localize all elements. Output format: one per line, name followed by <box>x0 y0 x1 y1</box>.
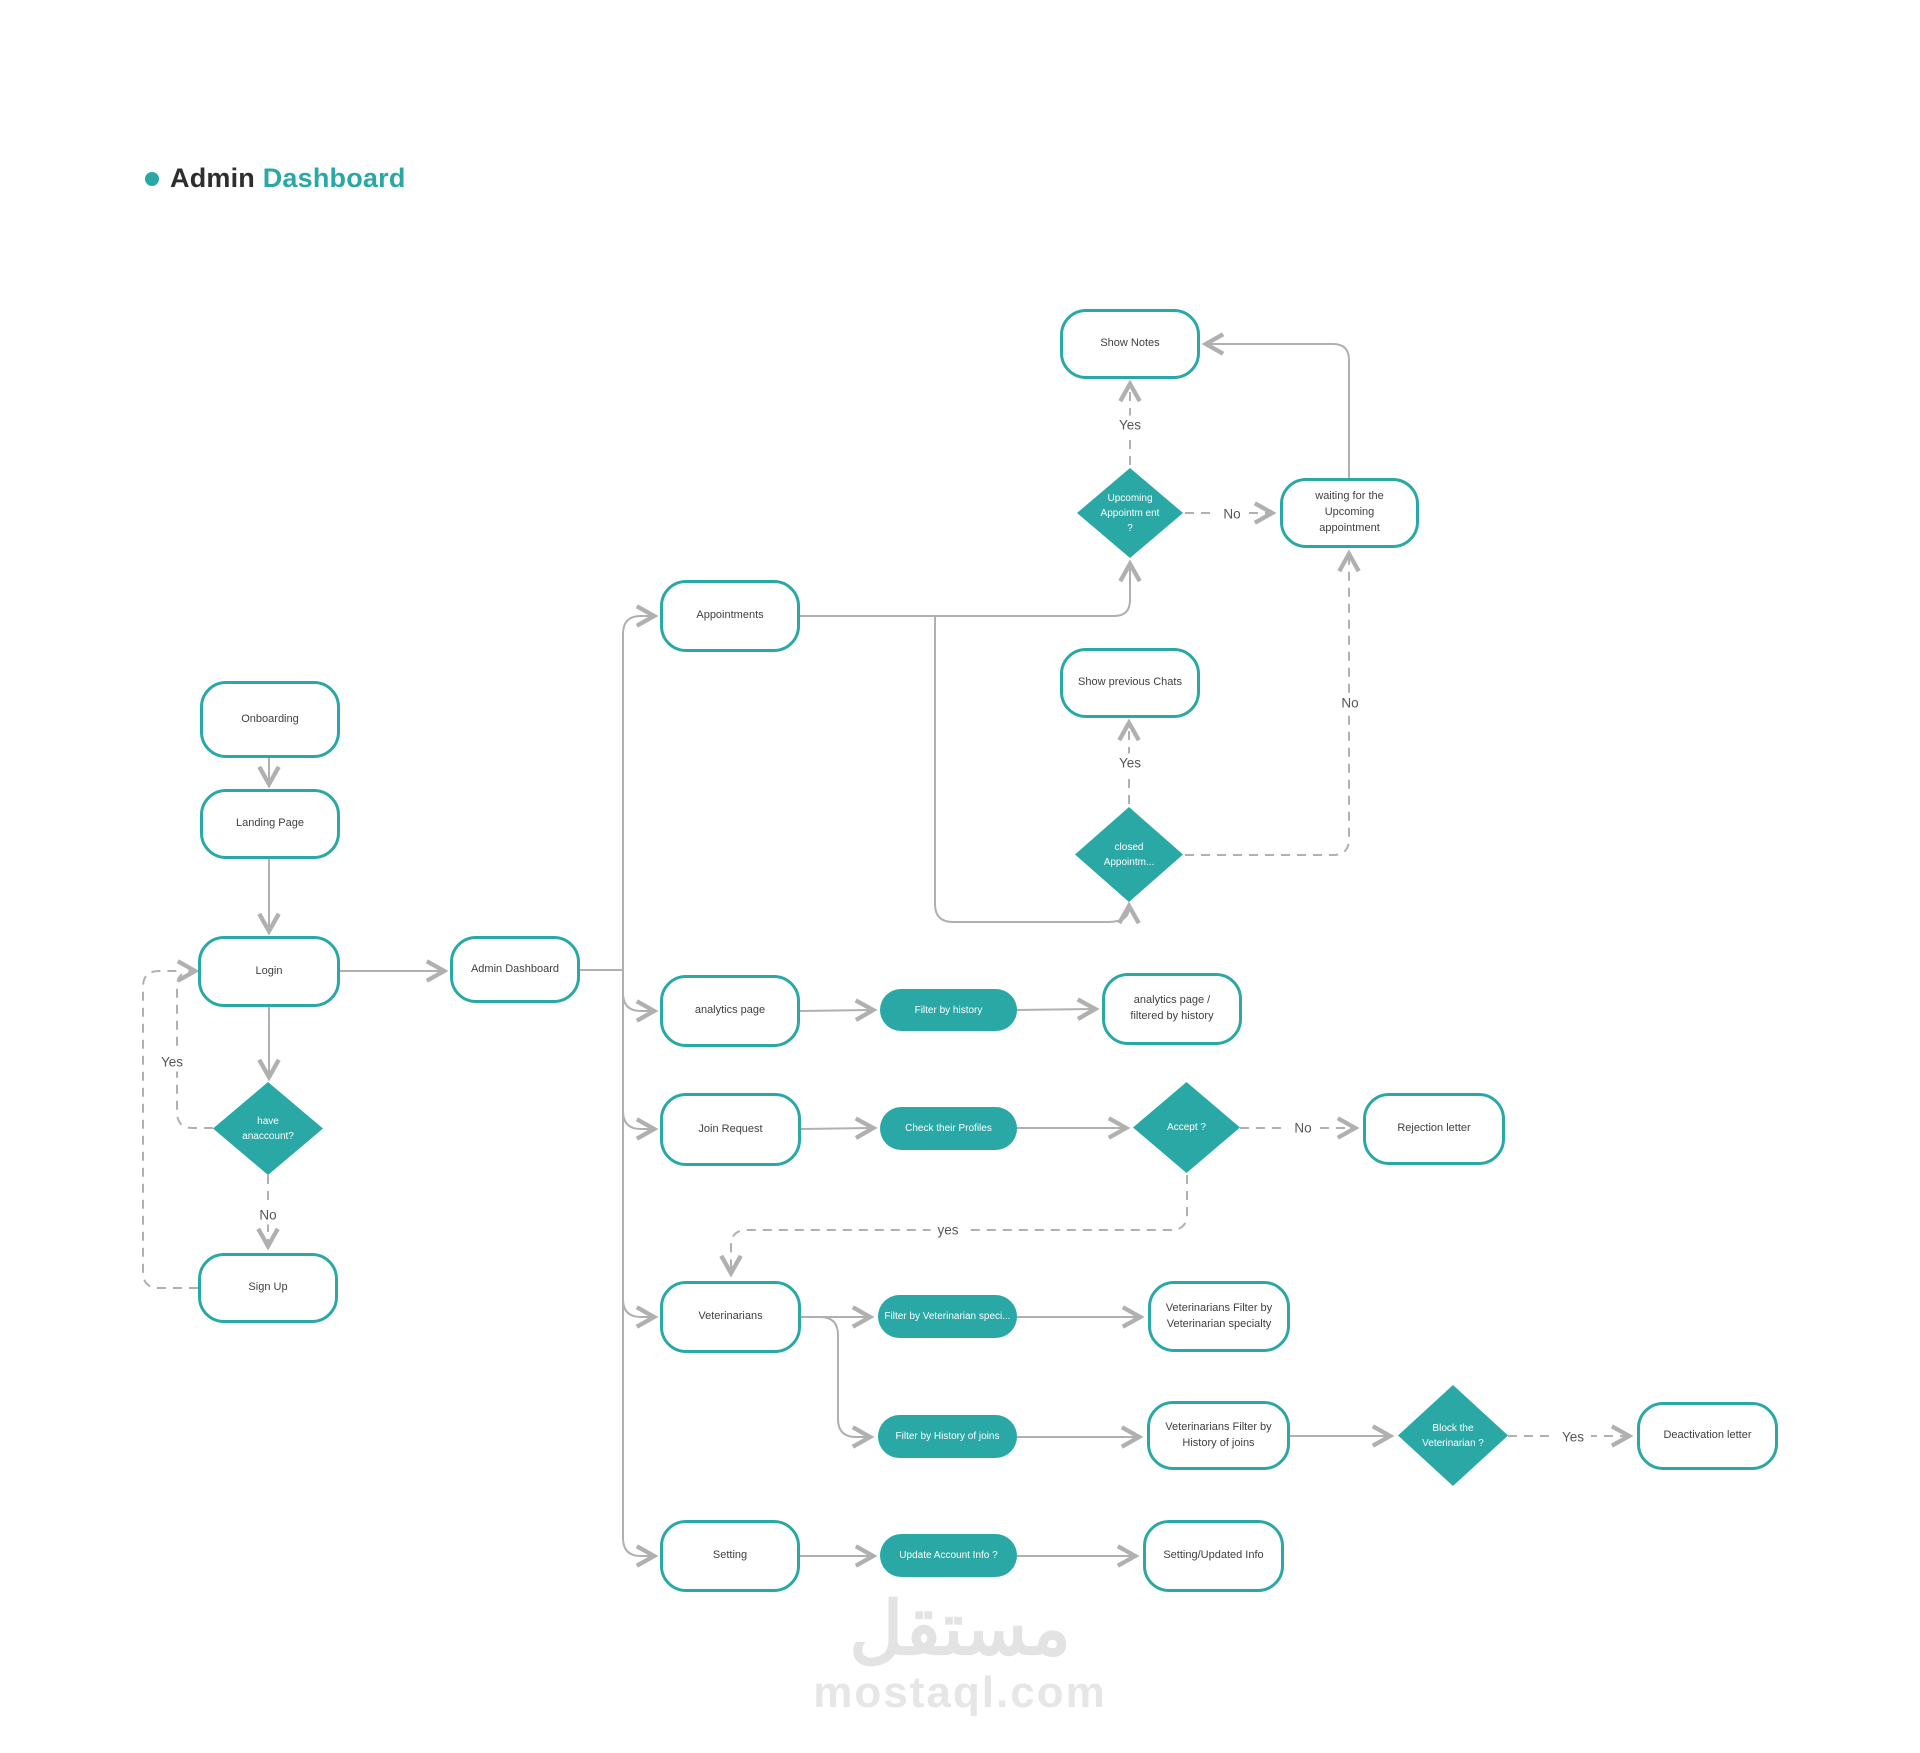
page-title-text: Admin Dashboard <box>170 163 406 193</box>
node-show-previous-chats-label: Show previous Chats <box>1078 676 1182 689</box>
edge-appointments-upcoming <box>800 566 1130 617</box>
pill-filter-by-history-label: Filter by history <box>914 1004 983 1016</box>
node-login: Login <box>198 936 340 1007</box>
node-deactivation-letter: Deactivation letter <box>1637 1402 1778 1470</box>
node-vet-filter-specialty-label: Veterinarians Filter by Veterinarian spe… <box>1165 1301 1273 1330</box>
decision-upcoming-appointment-label: Upcoming Appointm ent ? <box>1100 492 1160 534</box>
node-landing-page: Landing Page <box>200 789 340 859</box>
pill-filter-by-history-of-joins: Filter by History of joins <box>878 1415 1017 1458</box>
watermark: مستقل mostaql.com <box>813 1592 1106 1718</box>
node-vet-filter-history: Veterinarians Filter by History of joins <box>1147 1401 1290 1470</box>
node-sign-up-label: Sign Up <box>248 1281 288 1294</box>
node-join-request: Join Request <box>660 1093 801 1166</box>
edge-label-no-sign-up: No <box>252 1205 284 1225</box>
node-waiting-upcoming-label: waiting for the Upcoming appointment <box>1315 490 1384 534</box>
node-landing-page-label: Landing Page <box>236 817 304 830</box>
node-setting-label: Setting <box>712 1549 748 1562</box>
node-setting-updated-label: Setting/Updated Info <box>1163 1549 1264 1562</box>
edge-closed-waiting-no <box>1185 556 1349 856</box>
pill-filter-by-vet-specialty-label: Filter by Veterinarian speci... <box>884 1311 1011 1322</box>
edge-label-yes-show-notes: Yes <box>1111 415 1149 435</box>
edge-trunk-joinrequest <box>622 1110 652 1129</box>
edge-vets-filterhistjoins <box>819 1316 868 1437</box>
edge-label-yes-login: Yes <box>153 1052 191 1072</box>
node-appointments-label: Appointments <box>696 609 764 622</box>
node-deactivation-letter-label: Deactivation letter <box>1663 1429 1752 1442</box>
node-waiting-upcoming: waiting for the Upcoming appointment <box>1280 478 1419 548</box>
node-show-notes: Show Notes <box>1060 309 1200 379</box>
node-setting-updated: Setting/Updated Info <box>1143 1520 1284 1592</box>
edge-appointments-closed <box>934 617 1129 922</box>
page-title: Admin Dashboard <box>145 163 406 194</box>
node-admin-dashboard: Admin Dashboard <box>450 936 580 1003</box>
edge-label-no-rejection: No <box>1287 1118 1319 1138</box>
node-analytics-page: analytics page <box>660 975 800 1047</box>
decision-have-an-account-label: have anaccount? <box>242 1115 294 1142</box>
node-show-notes-label: Show Notes <box>1100 337 1160 350</box>
pill-filter-by-history: Filter by history <box>880 989 1017 1031</box>
decision-block-veterinarian-label: Block the Veterinarian ? <box>1422 1422 1484 1449</box>
pill-filter-by-vet-specialty: Filter by Veterinarian speci... <box>878 1295 1017 1338</box>
edge-signup-login-loop <box>142 970 198 1289</box>
edge-filterhistory-filtered <box>1016 1009 1093 1010</box>
pill-check-their-profiles: Check their Profiles <box>880 1107 1017 1150</box>
node-veterinarians: Veterinarians <box>660 1281 801 1353</box>
node-vet-filter-history-label: Veterinarians Filter by History of joins <box>1165 1420 1272 1449</box>
decision-closed-appointment-label: closed Appointm... <box>1103 841 1155 868</box>
node-veterinarians-label: Veterinarians <box>698 1310 763 1323</box>
node-appointments: Appointments <box>660 580 800 652</box>
edge-analytics-filterhistory <box>799 1010 871 1011</box>
edge-label-yes-show-chats: Yes <box>1111 753 1149 773</box>
edge-waiting-shownotes <box>1208 344 1350 478</box>
watermark-logo: مستقل <box>849 1587 1071 1670</box>
edge-label-yes-veterinarians: yes <box>930 1220 966 1240</box>
node-onboarding-label: Onboarding <box>241 712 299 725</box>
edge-joinrequest-checkprofiles <box>800 1128 871 1129</box>
node-show-previous-chats: Show previous Chats <box>1060 648 1200 718</box>
pill-update-account-info: Update Account Info ? <box>880 1534 1017 1577</box>
node-onboarding: Onboarding <box>200 681 340 758</box>
pill-update-account-info-label: Update Account Info ? <box>899 1550 998 1561</box>
watermark-domain: mostaql.com <box>813 1668 1107 1717</box>
decision-accept-label: Accept ? <box>1167 1122 1206 1133</box>
node-login-label: Login <box>255 964 283 977</box>
node-analytics-filtered-label: analytics page / filtered by history <box>1130 994 1214 1022</box>
node-vet-filter-specialty: Veterinarians Filter by Veterinarian spe… <box>1148 1281 1290 1352</box>
pill-filter-by-history-of-joins-label: Filter by History of joins <box>895 1431 1000 1442</box>
edge-trunk-analytics <box>622 992 652 1011</box>
node-sign-up: Sign Up <box>198 1253 338 1323</box>
node-admin-dashboard-label: Admin Dashboard <box>470 962 560 975</box>
node-rejection-letter: Rejection letter <box>1363 1093 1505 1165</box>
edge-label-yes-deactivation: Yes <box>1554 1427 1592 1447</box>
edge-label-no-waiting: No <box>1216 504 1248 524</box>
pill-check-their-profiles-label: Check their Profiles <box>905 1123 992 1134</box>
node-analytics-filtered: analytics page / filtered by history <box>1102 973 1242 1045</box>
edge-trunk-veterinarians <box>622 1298 652 1317</box>
node-rejection-letter-label: Rejection letter <box>1397 1122 1471 1135</box>
edge-trunk-appointments <box>622 616 652 635</box>
title-bullet-icon <box>145 171 159 186</box>
node-setting: Setting <box>660 1520 800 1592</box>
edge-trunk-setting <box>622 1537 652 1556</box>
node-analytics-page-label: analytics page <box>694 1004 766 1017</box>
node-join-request-label: Join Request <box>698 1122 763 1135</box>
edge-label-no-waiting-lower: No <box>1334 693 1366 713</box>
